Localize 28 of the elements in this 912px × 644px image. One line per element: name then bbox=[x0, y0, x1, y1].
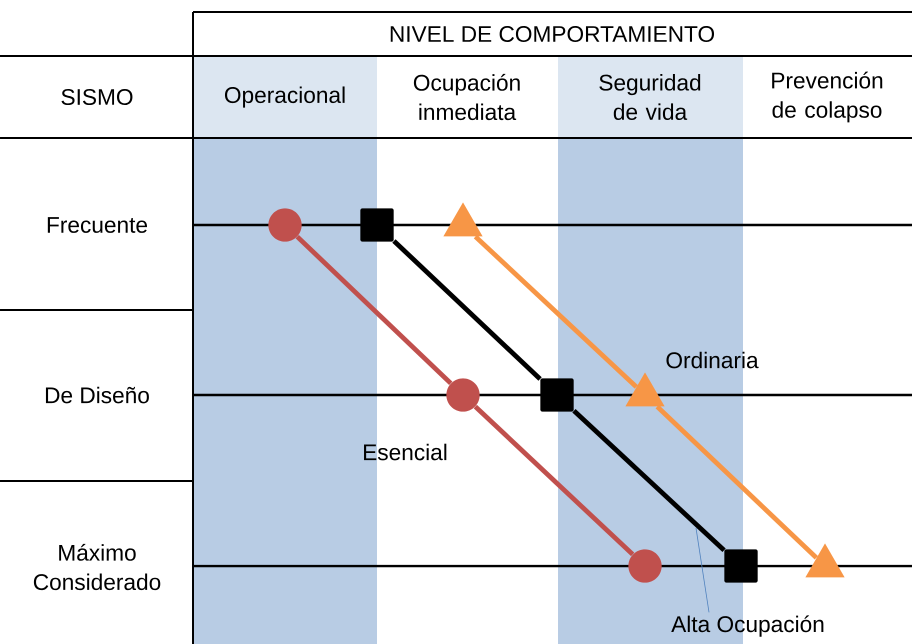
triangle-marker bbox=[805, 543, 845, 578]
table-header: NIVEL DE COMPORTAMIENTO bbox=[390, 26, 714, 42]
circle-marker bbox=[268, 208, 302, 242]
square-marker bbox=[360, 208, 394, 242]
trend-line bbox=[474, 234, 638, 389]
square-marker bbox=[540, 378, 574, 412]
leader-line bbox=[696, 528, 710, 613]
trend-line bbox=[392, 239, 542, 381]
triangle-marker bbox=[625, 372, 665, 406]
column-header: Seguridad de vida bbox=[599, 74, 700, 120]
column-header: Ocupación inmediata bbox=[414, 74, 520, 120]
row-label: Máximo Considerado bbox=[34, 544, 160, 590]
column-header: Operacional bbox=[224, 86, 345, 108]
square-marker bbox=[724, 549, 758, 583]
triangle-marker bbox=[443, 202, 483, 236]
trend-line bbox=[656, 404, 818, 560]
row-label: Frecuente bbox=[48, 217, 148, 233]
series-label: Ordinaria bbox=[666, 352, 759, 368]
series-label: Esencial bbox=[364, 444, 446, 460]
circle-marker bbox=[628, 549, 662, 583]
column-header: SISMO bbox=[62, 88, 132, 106]
trend-line bbox=[296, 234, 452, 386]
series-label: Alta Ocupación bbox=[671, 615, 824, 637]
column-header: Prevención de colapso bbox=[772, 72, 882, 122]
trend-line bbox=[474, 404, 634, 556]
trend-line bbox=[572, 408, 726, 552]
row-label: De Diseño bbox=[46, 386, 149, 404]
circle-marker bbox=[446, 378, 480, 412]
